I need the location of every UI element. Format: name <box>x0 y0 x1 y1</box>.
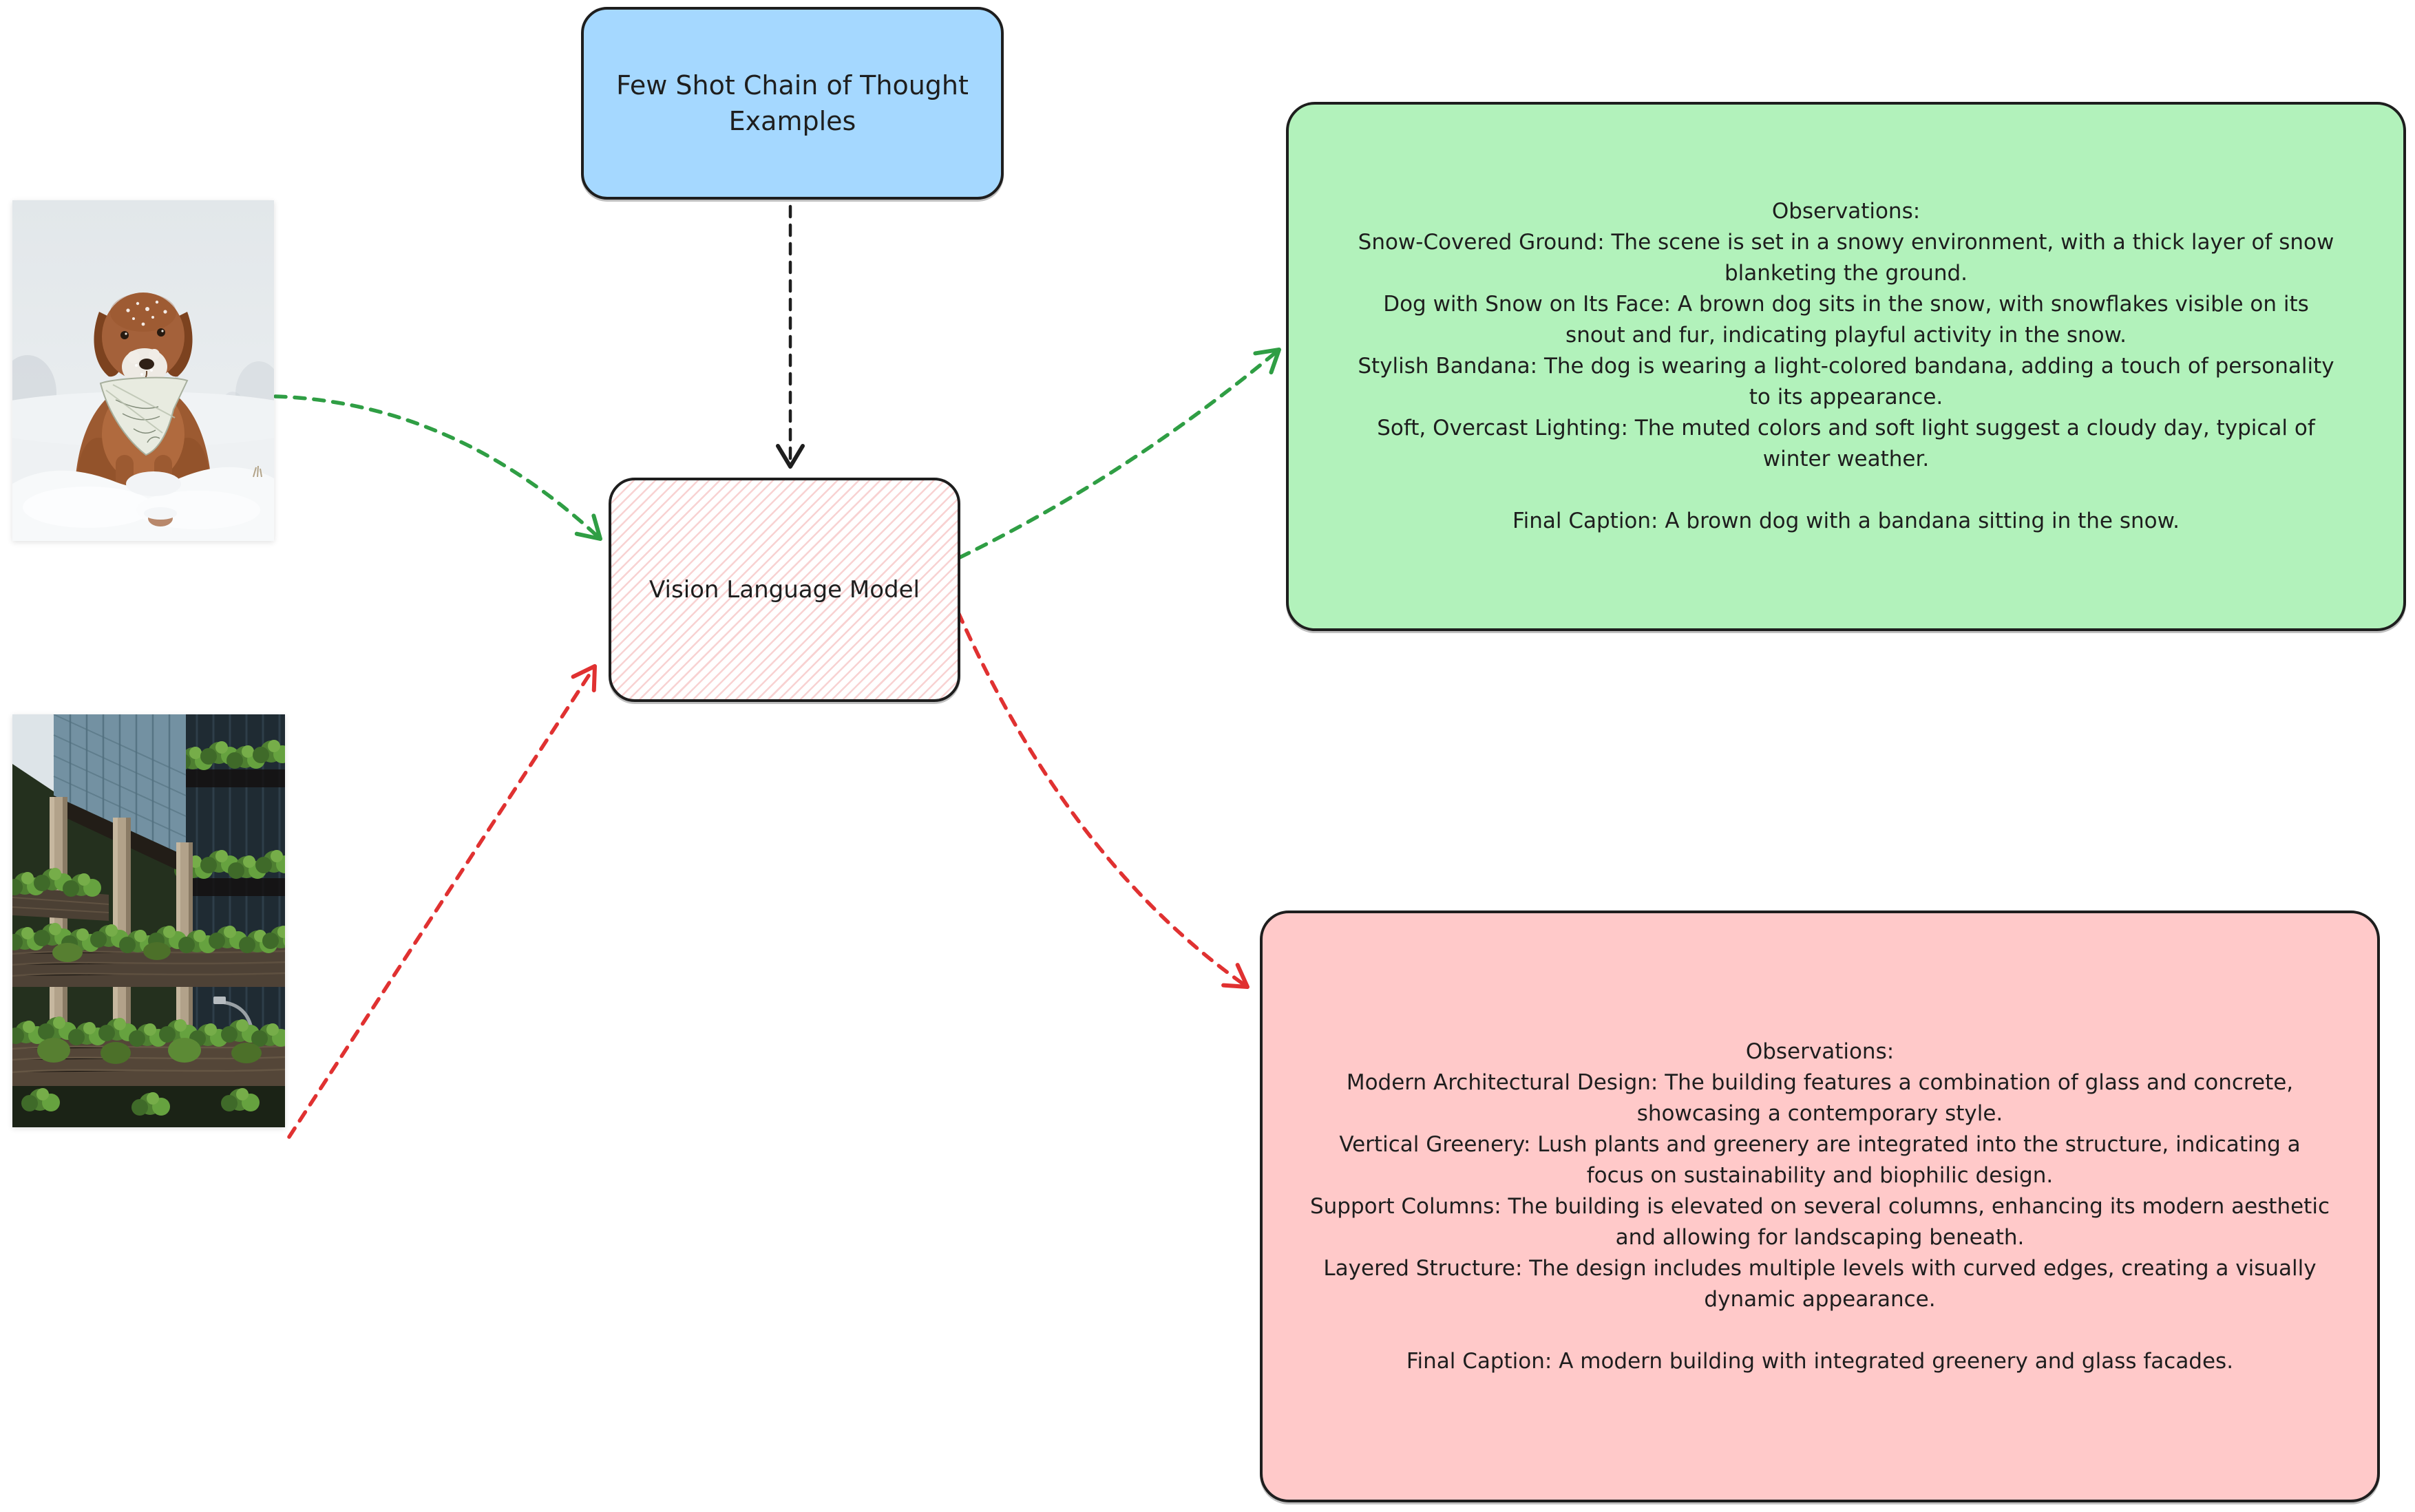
observation-line: Observations: <box>1745 1039 1895 1064</box>
vlm-box: Vision Language Model <box>609 478 960 702</box>
observation-line: Stylish Bandana: The dog is wearing a li… <box>1358 354 2334 379</box>
observation-line: dynamic appearance. <box>1704 1286 1936 1312</box>
vlm-label: Vision Language Model <box>649 576 920 604</box>
observation-line: and allowing for landscaping beneath. <box>1615 1224 2025 1250</box>
observation-line: Vertical Greenery: Lush plants and green… <box>1339 1131 2301 1157</box>
observation-line: to its appearance. <box>1749 385 1943 409</box>
observation-line: blanketing the ground. <box>1724 261 1968 286</box>
observation-line: Soft, Overcast Lighting: The muted color… <box>1377 416 2315 440</box>
arrow-dog-to-vlm <box>273 394 602 541</box>
observation-final-caption: Final Caption: A modern building with in… <box>1406 1348 2234 1374</box>
observation-line: focus on sustainability and biophilic de… <box>1586 1162 2054 1188</box>
few-shot-label: Few Shot Chain of Thought Examples <box>616 70 969 136</box>
observation-line: Layered Structure: The design includes m… <box>1323 1255 2317 1281</box>
arrow-building-to-vlm <box>287 664 597 1139</box>
building-photo <box>12 714 285 1127</box>
observation-final-caption: Final Caption: A brown dog with a bandan… <box>1512 509 2180 533</box>
observation-line: snout and fur, indicating playful activi… <box>1565 323 2127 348</box>
green-observations-panel: Observations: Snow-Covered Ground: The s… <box>1286 102 2406 631</box>
few-shot-box: Few Shot Chain of Thought Examples <box>581 7 1004 200</box>
observation-line: winter weather. <box>1762 447 1930 471</box>
observation-line: Support Columns: The building is elevate… <box>1309 1193 2330 1219</box>
pink-observations-panel: Observations: Modern Architectural Desig… <box>1260 911 2380 1502</box>
observation-line: Observations: <box>1771 199 1921 224</box>
arrow-vlm-to-pink-observations <box>956 610 1249 989</box>
dog-photo <box>12 200 274 541</box>
observation-line: Dog with Snow on Its Face: A brown dog s… <box>1383 292 2309 317</box>
observation-line: showcasing a contemporary style. <box>1636 1100 2003 1126</box>
observation-line: Snow-Covered Ground: The scene is set in… <box>1358 230 2334 255</box>
arrow-vlm-to-green-observations <box>958 348 1281 560</box>
observation-line: Modern Architectural Design: The buildin… <box>1346 1069 2294 1095</box>
